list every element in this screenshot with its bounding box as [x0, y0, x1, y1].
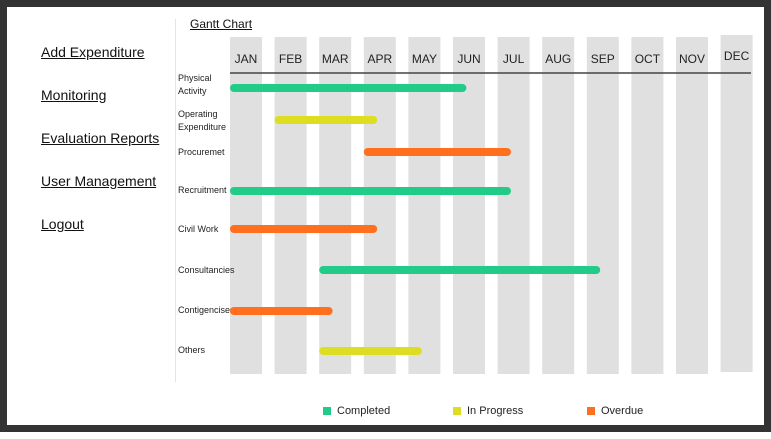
month-column-aug — [542, 37, 575, 374]
legend-completed: Completed — [323, 403, 390, 419]
legend-in-progress: In Progress — [453, 403, 523, 419]
nav-evaluation-reports[interactable]: Evaluation Reports — [41, 130, 160, 146]
legend-in-progress-label: In Progress — [467, 405, 524, 417]
month-label-jan: JAN — [235, 52, 258, 66]
task-bar-5 — [319, 266, 601, 274]
month-label-jul: JUL — [503, 52, 525, 66]
month-column-dec — [720, 35, 753, 372]
task-label-6: Contigencises — [178, 305, 235, 315]
task-bar-2 — [363, 148, 511, 156]
month-column-may — [408, 37, 441, 374]
month-column-mar — [319, 37, 352, 374]
month-label-mar: MAR — [322, 52, 349, 66]
task-bar-4 — [230, 225, 378, 233]
month-column-jun — [453, 37, 485, 374]
legend-overdue-label: Overdue — [601, 405, 644, 417]
gantt-chart: JAN FEB MAR APR MAY JUN JUL AUG SEP OCT NOV DEC Phys… — [178, 35, 753, 374]
task-label-4: Civil Work — [178, 224, 219, 234]
month-label-oct: OCT — [635, 52, 661, 66]
task-label-line: Physical — [178, 73, 212, 83]
legend-overdue: Overdue — [587, 403, 643, 419]
month-column-jan — [230, 37, 262, 374]
legend-completed-swatch — [323, 407, 331, 415]
month-label-feb: FEB — [279, 52, 302, 66]
month-label-aug: AUG — [545, 52, 571, 66]
month-label-dec: DEC — [724, 49, 750, 63]
task-label-line: Expenditure — [178, 122, 226, 132]
nav-logout[interactable]: Logout — [41, 216, 84, 232]
nav-monitoring[interactable]: Monitoring — [41, 87, 107, 103]
task-label-5: Consultancies — [178, 265, 235, 275]
legend-completed-label: Completed — [337, 405, 391, 417]
month-column-sep — [586, 37, 619, 374]
month-label-nov: NOV — [679, 52, 705, 66]
month-column-nov — [676, 37, 708, 374]
gantt-panel — [175, 19, 756, 382]
month-column-feb — [274, 37, 307, 374]
task-bar-6 — [230, 307, 333, 315]
task-label-3: Recruitment — [178, 185, 227, 195]
task-label-2: Procuremet — [178, 147, 225, 157]
task-bar-3 — [230, 187, 511, 195]
month-label-may: MAY — [412, 52, 437, 66]
sidebar-nav: Add Expenditure Monitoring Evaluation Re… — [41, 43, 171, 258]
month-column-apr — [363, 37, 396, 374]
legend-in-progress-swatch — [453, 407, 461, 415]
legend-overdue-swatch — [587, 407, 595, 415]
task-label-7: Others — [178, 345, 206, 355]
gantt-title[interactable]: Gantt Chart — [190, 17, 253, 31]
nav-add-expenditure[interactable]: Add Expenditure — [41, 44, 145, 60]
task-label-line: Operating — [178, 109, 218, 119]
task-label-line: Activity — [178, 86, 207, 96]
nav-user-management[interactable]: User Management — [41, 173, 157, 189]
month-label-sep: SEP — [591, 52, 615, 66]
task-bar-0 — [230, 84, 467, 92]
month-label-jun: JUN — [457, 52, 480, 66]
month-column-jul — [497, 37, 530, 374]
chart-legend: Completed In Progress Overdue — [7, 403, 771, 419]
month-column-oct — [631, 37, 664, 374]
month-label-apr: APR — [367, 52, 392, 66]
task-bar-7 — [319, 347, 422, 355]
task-bar-1 — [274, 116, 378, 124]
